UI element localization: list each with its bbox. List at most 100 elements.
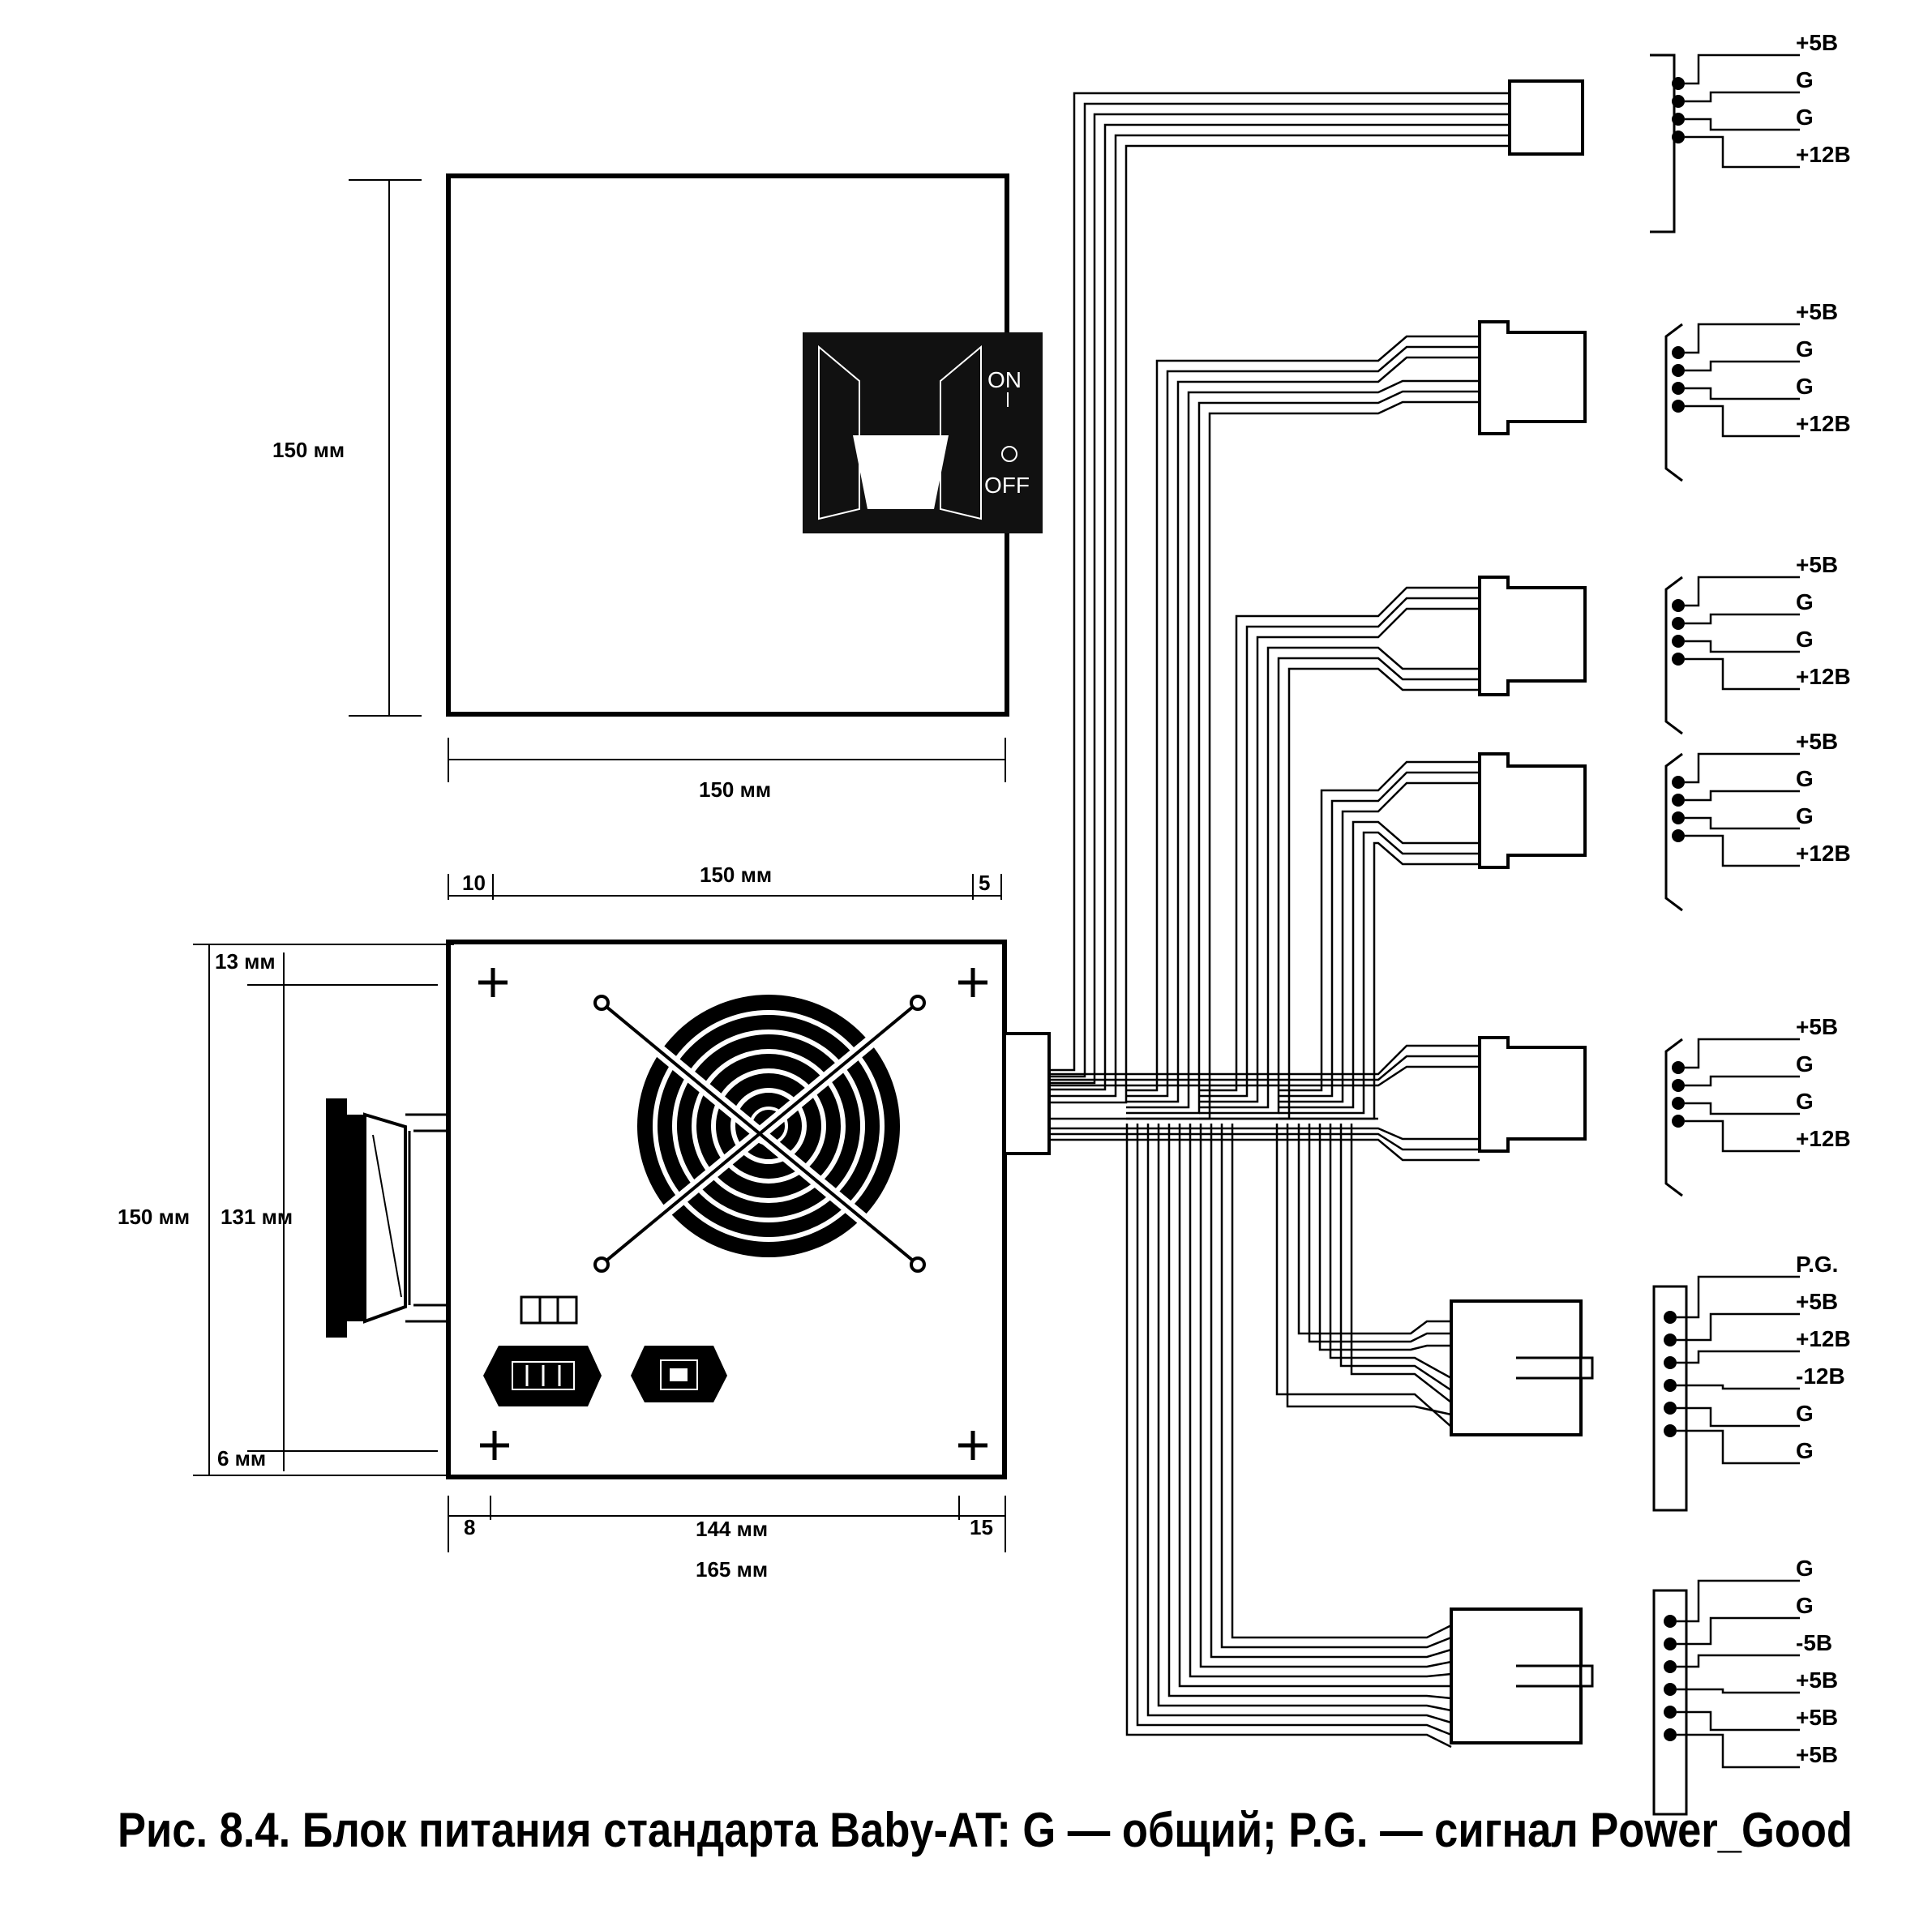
switch-rocker (853, 435, 949, 509)
molex-3-pinout: +5В GG +12В (1664, 729, 1851, 912)
mount-cross-bl (480, 1431, 509, 1460)
p8-pin-lead (1677, 1406, 1800, 1428)
p8-pin-label: P.G. (1796, 1252, 1838, 1277)
fan-grille (593, 995, 926, 1273)
figure-caption: Рис. 8.4. Блок питания стандарта Baby-AT… (118, 1803, 1853, 1857)
top-width-label: 150 мм (699, 777, 771, 802)
p9-pin-label: +5В (1796, 1667, 1838, 1693)
molex-1-pin-lead (1685, 360, 1800, 372)
p8-pin-dot (1664, 1402, 1677, 1415)
molex-2-pin-dot (1672, 599, 1685, 612)
p9-pin-lead (1677, 1733, 1800, 1769)
molex-4-pinout: +5В GG +12В (1664, 1014, 1851, 1197)
molex-1-pin-lead (1685, 405, 1800, 438)
molex-4-pinout-body (1664, 1038, 1683, 1197)
floppy-pin-label: +5В (1796, 30, 1838, 55)
cable-harness (1049, 92, 1508, 1749)
molex-2-pin-lead (1685, 613, 1800, 625)
rear-left-bottom-offset: 6 мм (217, 1446, 266, 1470)
p9-pin-label: +5В (1796, 1742, 1838, 1767)
rear-view: 10 150 мм 5 150 мм 131 мм 13 мм 6 мм 8 1… (118, 863, 1051, 1582)
molex-4-pin-label: G (1796, 1089, 1814, 1114)
rear-bottom-dim-total: 165 мм (696, 1557, 768, 1582)
molex-connector-1 (1478, 320, 1587, 435)
molex-2-pin-lead (1685, 576, 1800, 607)
p9-pin-lead (1677, 1710, 1800, 1732)
floppy-pin-dot (1672, 113, 1685, 126)
mount-cross-tr (958, 968, 987, 997)
p9-pin-label: G (1796, 1593, 1814, 1618)
molex-3-pinout-body (1664, 752, 1683, 912)
molex-3-pin-label: +5В (1796, 729, 1838, 754)
molex-3-pin-lead (1685, 816, 1800, 830)
p8-pin-label: +5В (1796, 1289, 1838, 1314)
p9-pin-dot (1664, 1728, 1677, 1741)
floppy-connector (1508, 79, 1584, 156)
rear-bottom-dim-middle: 144 мм (696, 1517, 768, 1541)
rear-bottom-dim-right: 15 (970, 1515, 993, 1539)
molex-3-pin-lead (1685, 834, 1800, 867)
floppy-pinout-body (1650, 54, 1676, 233)
p8-pin-label: +12В (1796, 1326, 1851, 1351)
molex-4-pin-label: +12В (1796, 1126, 1851, 1151)
molex-1-pin-dot (1672, 382, 1685, 395)
molex-4-pin-dot (1672, 1097, 1685, 1110)
p8-pin-lead (1677, 1429, 1800, 1465)
molex-3-pin-label: +12В (1796, 841, 1851, 866)
molex-4-pin-lead (1685, 1102, 1800, 1115)
rear-left-top-offset: 13 мм (215, 949, 276, 974)
floppy-pin-lead (1685, 135, 1800, 169)
mount-cross-tl (478, 968, 508, 997)
p8-pin-label: G (1796, 1438, 1814, 1463)
molex-3-pin-lead (1685, 752, 1800, 784)
molex-1-pin-dot (1672, 400, 1685, 413)
mount-cross-br (958, 1431, 987, 1460)
molex-3-pin-label: G (1796, 803, 1814, 828)
p9-pin-lead (1677, 1654, 1800, 1668)
floppy-pin-label: +12В (1796, 142, 1851, 167)
molex-2-pin-dot (1672, 653, 1685, 666)
switch-on-label: ON (987, 367, 1022, 392)
floppy-pin-label: G (1796, 105, 1814, 130)
molex-2-pin-dot (1672, 617, 1685, 630)
molex-4-pin-label: G (1796, 1051, 1814, 1077)
pinout-schematics: +5ВGG+12В+5ВGG+12В+5ВGG+12В+5ВGG+12В+5ВG… (1650, 30, 1851, 1816)
p9-pin-dot (1664, 1706, 1677, 1719)
ac-output-socket (631, 1346, 727, 1402)
molex-1-pin-lead (1685, 387, 1800, 400)
molex-1-pin-lead (1685, 323, 1800, 354)
molex-4-pin-dot (1672, 1115, 1685, 1128)
p9-pin-lead (1677, 1688, 1800, 1694)
rear-top-dim-middle: 150 мм (700, 863, 772, 887)
floppy-pin-lead (1685, 91, 1800, 103)
p8-pin-dot (1664, 1334, 1677, 1346)
rear-bottom-dim-left: 8 (464, 1515, 475, 1539)
floppy-pin-dot (1672, 131, 1685, 143)
floppy-pin-lead (1685, 118, 1800, 131)
molex-connector-2 (1478, 576, 1587, 696)
rear-left-inner-label: 131 мм (221, 1205, 293, 1229)
p9-pin-lead (1677, 1579, 1800, 1623)
molex-4-pin-label: +5В (1796, 1014, 1838, 1039)
switch-off-label: OFF (984, 473, 1030, 498)
p9-pin-dot (1664, 1615, 1677, 1628)
molex-connector-3 (1478, 752, 1587, 869)
molex-3-pin-dot (1672, 829, 1685, 842)
molex-4-pin-dot (1672, 1061, 1685, 1074)
rear-top-dim-right: 5 (979, 871, 990, 895)
floppy-pin-dot (1672, 95, 1685, 108)
p8-pin-lead (1677, 1384, 1800, 1390)
molex-4-pin-lead (1685, 1075, 1800, 1087)
molex-connector-4 (1478, 1036, 1587, 1153)
molex-1-pin-dot (1672, 346, 1685, 359)
p9-pin-lead (1677, 1616, 1800, 1646)
molex-2-pin-label: G (1796, 589, 1814, 614)
p8-pin-dot (1664, 1379, 1677, 1392)
ac-input-socket (483, 1346, 602, 1406)
voltage-selector (520, 1295, 578, 1325)
molex-3-pin-label: G (1796, 766, 1814, 791)
floppy-pin-dot (1672, 77, 1685, 90)
